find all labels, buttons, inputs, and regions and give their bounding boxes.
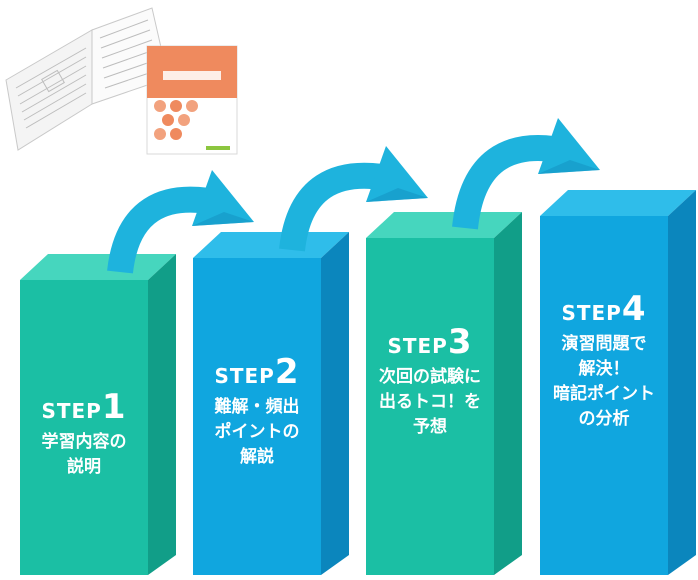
step-3-pillar — [366, 212, 522, 575]
pillar-front-face — [366, 238, 494, 575]
step-4-label: STEP4 演習問題で 解決！ 暗記ポイント の分析 — [540, 292, 668, 432]
pillar-top-face — [540, 190, 696, 216]
step-2-pillar — [193, 232, 349, 575]
pillar-side-face — [494, 212, 522, 575]
pillar-front-face — [20, 280, 148, 575]
step-1-pillar — [20, 254, 176, 575]
pillar-front-face — [193, 258, 321, 575]
pillar-side-face — [321, 232, 349, 575]
pillar-front-face — [540, 216, 668, 575]
step-1-description: 学習内容の 説明 — [41, 432, 127, 477]
step-2-description: 難解・頻出 ポイントの 解説 — [214, 397, 300, 467]
step-3-title: STEP3 — [387, 322, 473, 362]
pillar-top-face — [193, 232, 349, 258]
step-1-label: STEP1 学習内容の 説明 — [20, 390, 148, 480]
step-2-title: STEP2 — [214, 352, 300, 392]
curved-arrow-icon — [107, 170, 254, 274]
orange-booklet — [146, 45, 238, 155]
step-4-description: 演習問題で 解決！ 暗記ポイント の分析 — [553, 334, 655, 429]
step-1-title: STEP1 — [41, 387, 127, 427]
step-4-pillar — [540, 190, 696, 575]
open-textbook — [5, 7, 169, 151]
step-3-label: STEP3 次回の試験に 出るトコ！を 予想 — [366, 325, 494, 440]
step-4-title: STEP4 — [561, 289, 647, 329]
pillar-top-face — [366, 212, 522, 238]
textbook-and-booklet-icon — [5, 7, 238, 155]
curved-arrow-icon — [452, 118, 600, 230]
step-2-label: STEP2 難解・頻出 ポイントの 解説 — [193, 355, 321, 470]
pillar-side-face — [148, 254, 176, 575]
pillar-side-face — [668, 190, 696, 575]
pillar-top-face — [20, 254, 176, 280]
step-3-description: 次回の試験に 出るトコ！を 予想 — [379, 367, 481, 437]
curved-arrow-icon — [279, 146, 428, 252]
